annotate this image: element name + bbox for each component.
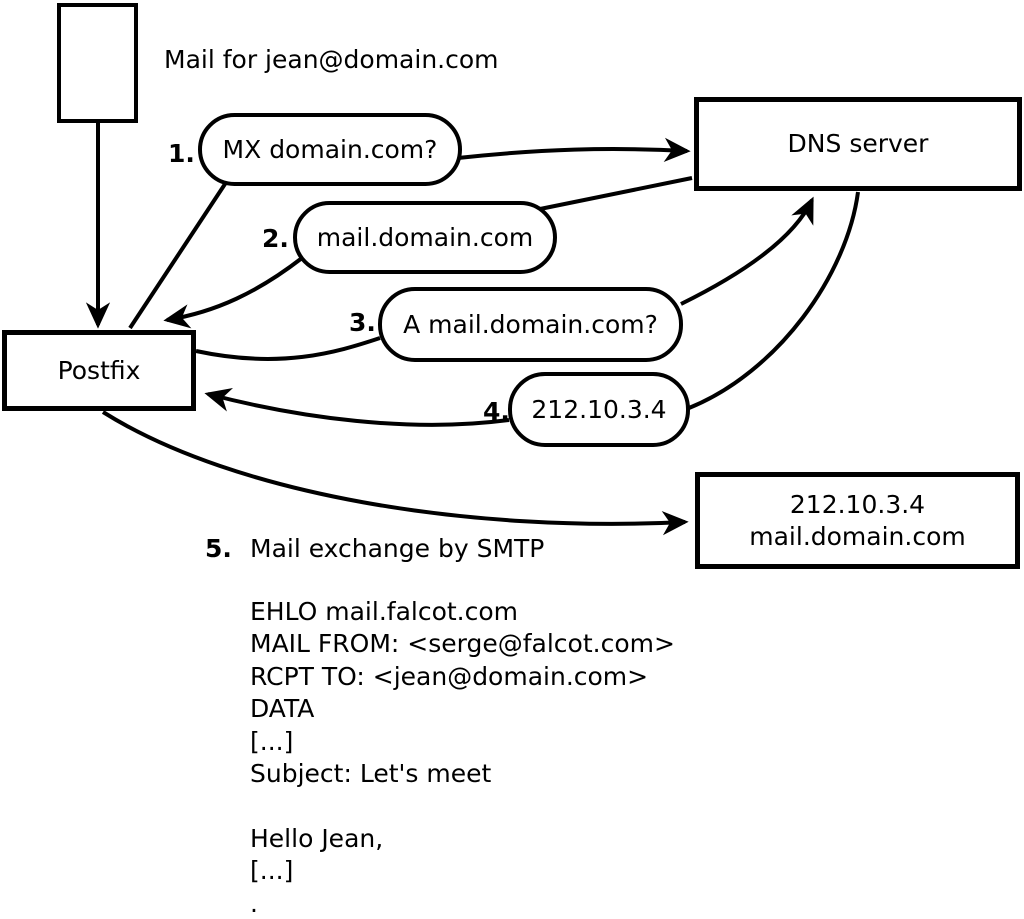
envelope-caption: Mail for jean@domain.com <box>164 45 499 74</box>
edge-step1-to-dns-arrow <box>457 137 691 162</box>
step-4-number: 4. <box>483 397 510 426</box>
edge-dns-to-step4-line <box>688 191 860 410</box>
edge-step4-to-postfix-arrow <box>204 387 510 427</box>
step-5-label: Mail exchange by SMTP <box>250 534 545 563</box>
smtp-line-hello: Hello Jean, <box>250 823 384 853</box>
smtp-line-end-dot: . <box>250 888 258 918</box>
edge-postfix-to-mailserver-arrow <box>101 410 689 536</box>
step-3-query-pill: A mail.domain.com? <box>378 287 683 362</box>
dns-server-node: DNS server <box>694 97 1022 191</box>
step-1-query-pill: MX domain.com? <box>198 113 462 186</box>
step-3-number: 3. <box>349 308 376 337</box>
smtp-line-ellipsis-2: [...] <box>250 856 294 886</box>
smtp-line-subject: Subject: Let's meet <box>250 759 492 789</box>
step-2-number: 2. <box>262 224 289 253</box>
mailserver-ip: 212.10.3.4 <box>789 490 926 520</box>
smtp-line-data: DATA <box>250 694 315 724</box>
edge-step3-to-dns-arrow <box>680 196 814 306</box>
smtp-line-rcpt-to: RCPT TO: <jean@domain.com> <box>250 661 649 691</box>
step-4-reply-pill: 212.10.3.4 <box>508 372 690 447</box>
edge-step2-to-postfix-arrow <box>163 256 304 329</box>
smtp-line-mail-from: MAIL FROM: <serge@falcot.com> <box>250 629 675 659</box>
envelope-node <box>57 3 138 123</box>
smtp-line-ellipsis-1: [...] <box>250 726 294 756</box>
postfix-node: Postfix <box>2 330 196 411</box>
mailserver-labels: 212.10.3.4 mail.domain.com <box>749 489 965 552</box>
edge-dns-to-step2-line <box>539 176 693 211</box>
edge-postfix-to-step1-line <box>128 182 227 330</box>
mailserver-hostname: mail.domain.com <box>749 521 966 551</box>
step-2-reply-pill: mail.domain.com <box>293 201 557 274</box>
mailserver-node: 212.10.3.4 mail.domain.com <box>695 472 1020 569</box>
step-1-number: 1. <box>168 139 195 168</box>
smtp-session-transcript: EHLO mail.falcot.com MAIL FROM: <serge@f… <box>250 596 675 919</box>
smtp-line-blank <box>250 790 675 822</box>
edge-postfix-to-step3-line <box>195 336 381 361</box>
step-5-number: 5. <box>205 534 232 563</box>
smtp-line-ehlo: EHLO mail.falcot.com <box>250 597 519 626</box>
